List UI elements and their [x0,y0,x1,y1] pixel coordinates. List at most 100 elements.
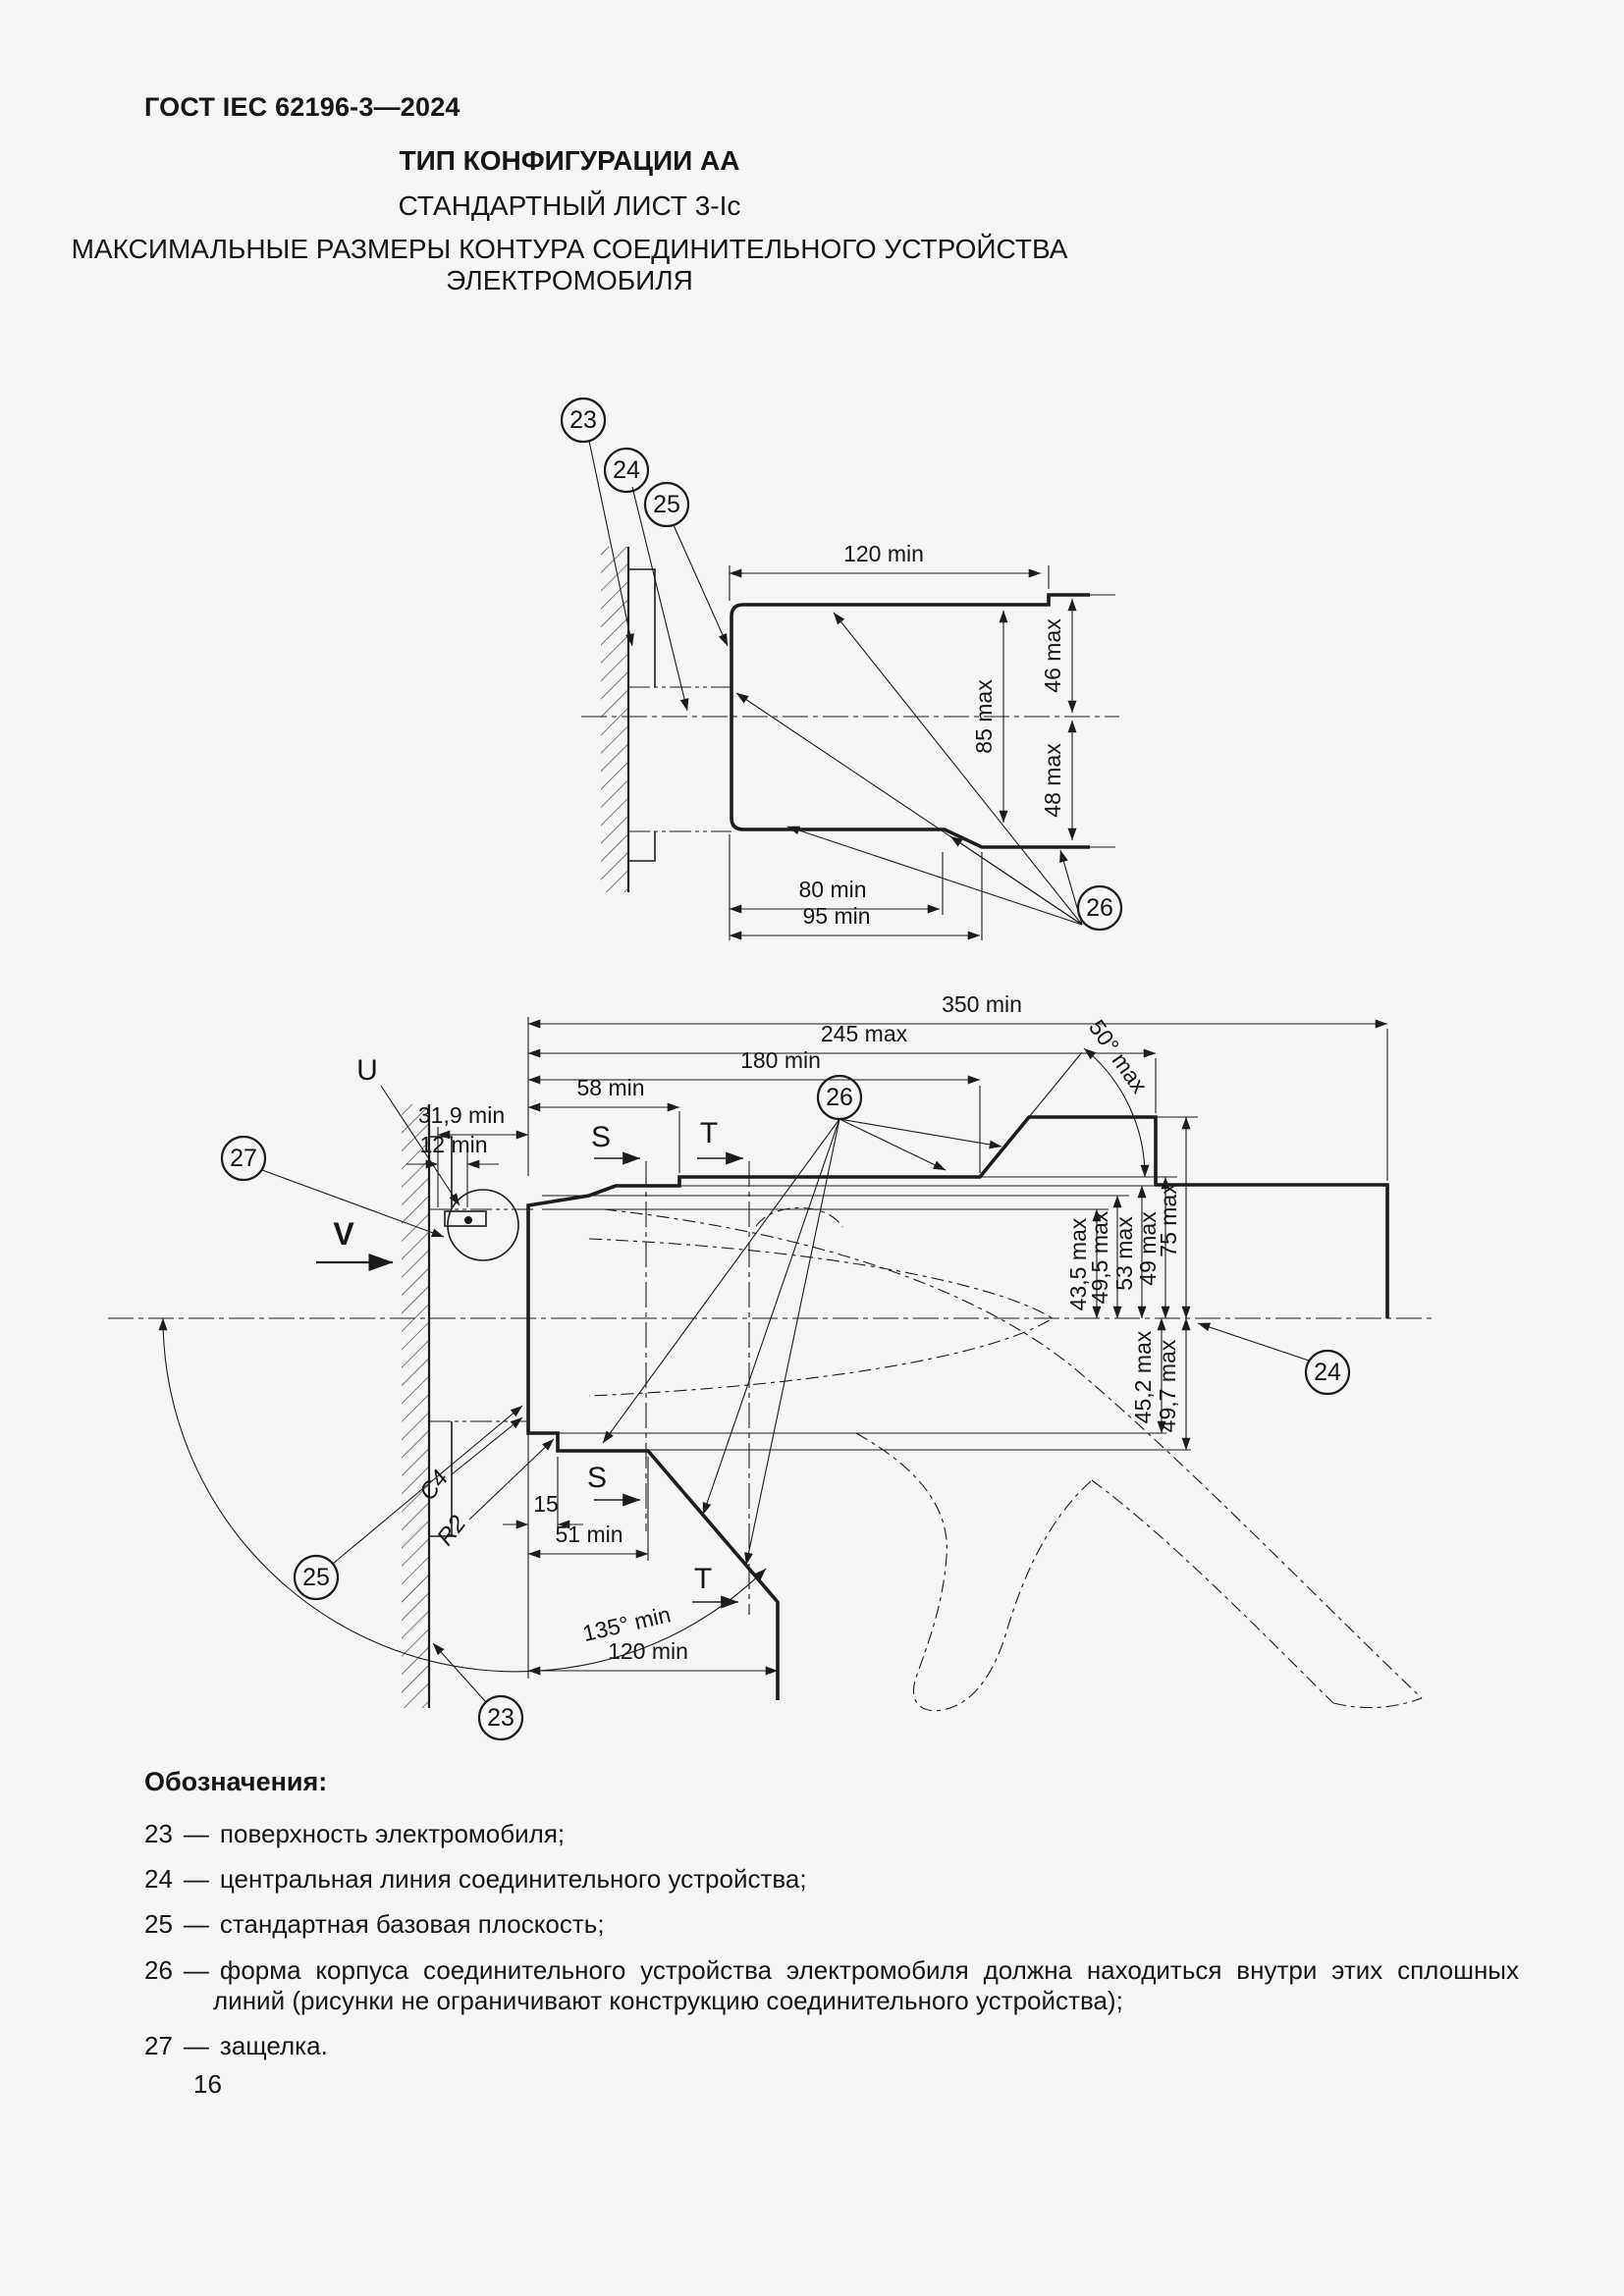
svg-text:23: 23 [487,1704,514,1732]
svg-text:S: S [587,1462,607,1494]
page-number: 16 [193,2069,222,2099]
legend-dash: — [183,1864,209,1895]
legend-text: защелка. [219,2030,328,2060]
balloon-27: 27 [220,1135,267,1182]
dim-label: 51 min [555,1522,623,1547]
svg-text:S: S [591,1121,611,1153]
legend-dash: — [183,1819,209,1848]
legend-text: центральная линия соединительного устрой… [219,1864,807,1895]
dim-label: 48 max [1040,743,1065,818]
dim-label: 180 min [740,1047,821,1073]
dim-label: 120 min [608,1638,688,1664]
legend-text: поверхность электромобиля; [219,1819,566,1848]
figure1-vehicle-surface [601,547,731,892]
figure2-section-S: S S [587,1121,647,1531]
dim-label: 49,5 max [1087,1210,1112,1304]
svg-text:24: 24 [1314,1359,1341,1386]
figure2-dim-45-2max: 45,2 max [1130,1317,1166,1434]
figure2-latch [439,1189,519,1261]
figure2-dim-135deg: 135° min [158,1317,767,1673]
balloon-25: 25 [293,1554,340,1601]
dim-label: R2 [432,1511,471,1551]
balloon-26: 26 [816,1074,863,1121]
legend-dash: — [183,1954,209,1985]
figure1: 120 min 85 max 46 max 48 max 80 min [560,397,1123,940]
svg-text:23: 23 [569,406,597,434]
figure2: 350 min 245 max 180 min 58 min 31,9 min [108,991,1434,1741]
legend-item-26: 26 —форма корпуса соединительного устройс… [144,1955,1519,2016]
legend: Обозначения: 23 — поверхность электромобил… [144,1767,1519,2076]
legend-num: 24 [144,1864,173,1895]
legend-num: 23 [144,1819,173,1848]
svg-text:26: 26 [1086,894,1113,922]
drawing-title: МАКСИМАЛЬНЫЕ РАЗМЕРЫ КОНТУРА СОЕДИНИТЕЛЬ… [71,234,1068,295]
dim-label: 80 min [798,877,866,902]
figure2-dim-50deg: 50° max [980,1015,1177,1178]
figure2-dim-51min: 51 min [527,1522,649,1559]
figure2-dim-49-7max: 49,7 max [1155,1317,1191,1451]
legend-num: 27 [144,2030,173,2060]
figure2-dim-75max: 75 max [1156,1116,1191,1319]
figure2-dim-49-5max: 49,5 max [1087,1195,1122,1319]
legend-text: стандартная базовая плоскость; [219,1909,605,1940]
legend-dash: — [183,1909,209,1940]
dim-label: 58 min [576,1075,644,1100]
svg-text:T: T [694,1563,712,1595]
figure1-dim-120min: 120 min [729,541,1050,601]
dim-label: 350 min [942,991,1022,1017]
figure1-dim-80min: 80 min [729,834,983,940]
figure2-dim-53max: 53 max [1111,1185,1147,1319]
standard-number: ГОСТ IEC 62196-3—2024 [144,92,460,122]
balloon-26: 26 [1076,884,1123,932]
dim-label: 46 max [1040,618,1065,693]
title-block: ТИП КОНФИГУРАЦИИ АА СТАНДАРТНЫЙ ЛИСТ 3-I… [0,145,1139,296]
figure2-dim-49max: 49 max [1135,1176,1170,1319]
legend-dash: — [183,2030,209,2060]
legend-heading: Обозначения: [144,1767,328,1796]
figure1-dim-46max: 46 max [1040,598,1077,714]
dim-label: 15 [533,1491,559,1517]
configuration-type-title: ТИП КОНФИГУРАЦИИ АА [399,145,740,176]
svg-text:V: V [333,1216,354,1252]
dim-label: 245 max [821,1021,908,1046]
legend-num: 25 [144,1909,173,1940]
figure1-dim-95min: 95 min [729,903,981,940]
figure2-balloon-leaders [261,1118,1310,1703]
dim-label: 120 min [843,541,924,566]
legend-num: 26 [144,1954,173,1985]
svg-text:U: U [356,1054,378,1087]
figure1-body-outline [730,593,1090,849]
figure1-balloon-leaders [588,440,1083,926]
balloon-24: 24 [1304,1349,1351,1396]
figure2-dim-350min: 350 min [527,991,1388,1029]
figure2-dim-12min: 12 min [406,1132,499,1169]
figure2-label-U: U [356,1054,460,1206]
legend-item-24: 24 — центральная линия соединительного уст… [144,1864,1519,1895]
dim-label: 95 min [802,903,870,929]
standard-sheet-title: СТАНДАРТНЫЙ ЛИСТ 3-Ic [398,190,741,221]
svg-text:25: 25 [302,1564,330,1591]
svg-text:25: 25 [653,491,680,518]
legend-item-27: 27 — защелка. [144,2031,1519,2061]
figure2-dim-245max: 245 max [527,1021,1157,1058]
figure1-dim-85max: 85 max [971,610,1008,824]
balloon-25: 25 [643,481,690,528]
dim-label: 43,5 max [1065,1217,1091,1310]
dim-label: 49 max [1135,1211,1161,1286]
dim-label: 12 min [419,1132,487,1157]
figure2-dim-58min: 58 min [527,1075,680,1112]
svg-text:27: 27 [230,1145,257,1172]
figure2-dim-180min: 180 min [527,1047,981,1085]
figure2-vehicle-surface [402,1104,535,1708]
figure2-dim-120min: 120 min [527,1638,779,1676]
legend-item-25: 25 — стандартная базовая плоскость; [144,1909,1519,1940]
balloon-24: 24 [603,447,650,494]
dim-label: 45,2 max [1130,1330,1156,1423]
dim-label: 75 max [1156,1183,1181,1257]
svg-text:T: T [700,1117,718,1149]
svg-text:26: 26 [826,1084,853,1111]
dim-label: 31,9 min [418,1102,505,1128]
legend-text: форма корпуса соединительного устройства… [213,1954,1519,2015]
